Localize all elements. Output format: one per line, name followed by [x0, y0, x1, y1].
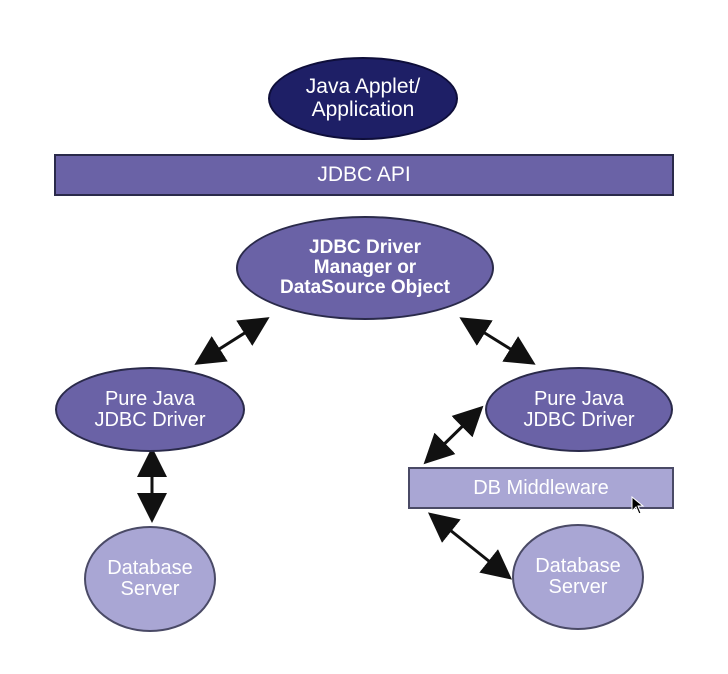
- java-applet-label: Java Applet/ Application: [305, 75, 421, 121]
- arrow-right-driver-middleware: [423, 405, 484, 465]
- right-jdbc-driver-label: Pure Java JDBC Driver: [523, 387, 635, 431]
- arrow-manager-right-driver: [459, 317, 536, 365]
- jdbc-api-label: JDBC API: [317, 162, 411, 186]
- left-jdbc-driver-label: Pure Java JDBC Driver: [94, 387, 206, 431]
- right-jdbc-driver-node: Pure Java JDBC Driver: [485, 367, 673, 452]
- arrow-middleware-right-db: [427, 512, 513, 580]
- mouse-pointer-icon: [631, 496, 645, 515]
- right-database-server-node: Database Server: [512, 524, 644, 630]
- jdbc-api-bar: JDBC API: [54, 154, 674, 196]
- db-middleware-bar: DB Middleware: [408, 467, 674, 509]
- driver-manager-node: JDBC Driver Manager or DataSource Object: [236, 216, 494, 320]
- left-jdbc-driver-node: Pure Java JDBC Driver: [55, 367, 245, 452]
- left-database-server-node: Database Server: [84, 526, 216, 632]
- left-database-server-label: Database Server: [107, 557, 193, 600]
- driver-manager-label: JDBC Driver Manager or DataSource Object: [280, 237, 450, 298]
- db-middleware-label: DB Middleware: [473, 476, 609, 499]
- java-applet-node: Java Applet/ Application: [268, 57, 458, 140]
- arrow-manager-left-driver: [194, 317, 270, 365]
- right-database-server-label: Database Server: [535, 555, 621, 598]
